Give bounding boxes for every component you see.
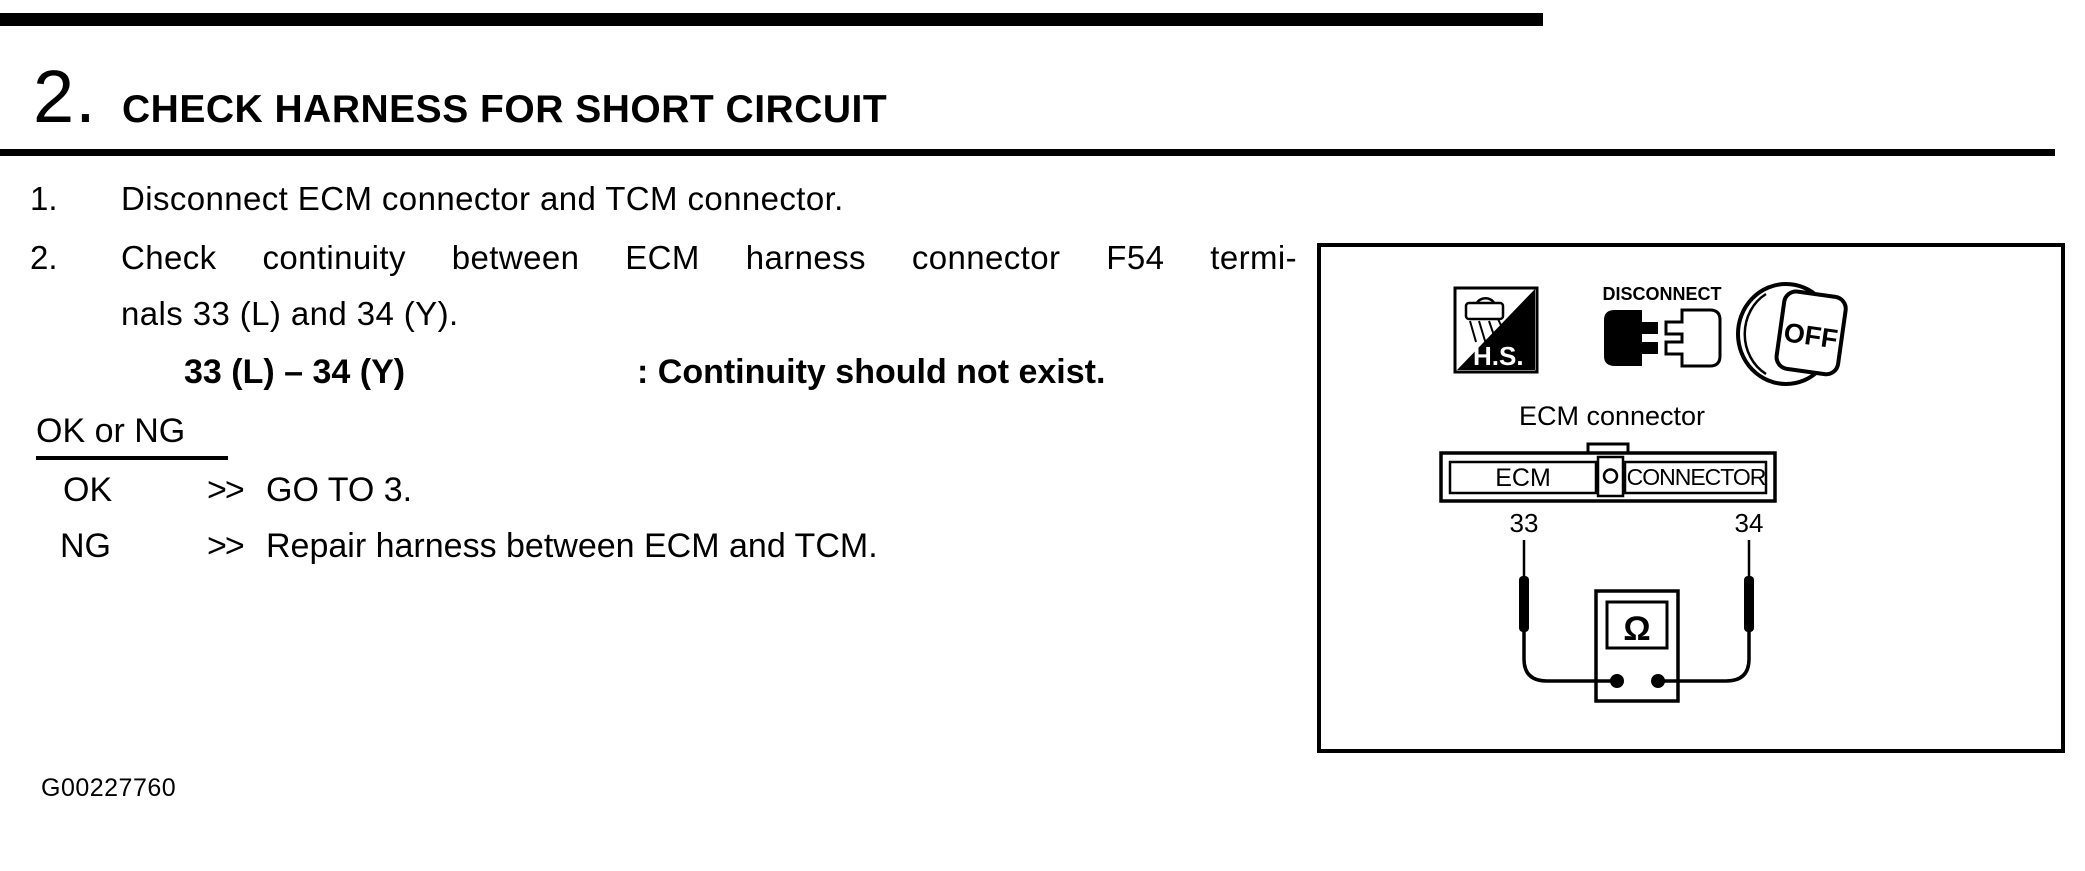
top-edge-bar bbox=[0, 13, 1543, 26]
result-arrow: >> bbox=[207, 471, 245, 509]
step-1-text: Disconnect ECM connector and TCM connect… bbox=[121, 180, 844, 217]
hs-icon-label: H.S. bbox=[1473, 341, 1524, 371]
disconnect-icon: DISCONNECT bbox=[1602, 284, 1722, 368]
step-2-text-line2: nals 33 (L) and 34 (Y). bbox=[121, 295, 459, 332]
hs-icon: H.S. bbox=[1453, 286, 1539, 374]
connector-cell-ecm: ECM bbox=[1495, 464, 1551, 492]
meter-terminal-dot-left bbox=[1610, 674, 1624, 688]
disconnect-plug-right bbox=[1664, 308, 1722, 368]
spec-condition: : Continuity should not exist. bbox=[637, 353, 1106, 391]
ok-or-ng-label: OK or NG bbox=[36, 412, 228, 460]
disconnect-plug-left bbox=[1604, 310, 1658, 366]
result-key: NG bbox=[60, 527, 111, 565]
result-action: Repair harness between ECM and TCM. bbox=[266, 527, 878, 565]
heading-number: 2. bbox=[33, 55, 97, 138]
result-action: GO TO 3. bbox=[266, 471, 413, 509]
off-icon-label: OFF bbox=[1782, 317, 1840, 354]
terminal-33-label: 33 bbox=[1510, 508, 1539, 538]
figure-caption: ECM connector bbox=[1519, 401, 1705, 431]
figure-code: G00227760 bbox=[41, 774, 177, 802]
result-key: OK bbox=[63, 471, 113, 509]
connector-cell-connector: CONNECTOR bbox=[1627, 464, 1766, 490]
result-arrow: >> bbox=[207, 527, 245, 565]
terminal-34-label: 34 bbox=[1735, 508, 1764, 538]
wiring-check-figure: H.S. DISCONNECT OFF ECM connector bbox=[1317, 243, 2065, 753]
ecm-connector-symbol: ECM CONNECTOR bbox=[1439, 442, 1777, 503]
meter-terminal-dot-right bbox=[1651, 674, 1665, 688]
probe-right bbox=[1662, 540, 1754, 683]
ignition-off-icon: OFF bbox=[1736, 282, 1848, 386]
ohmmeter-screen bbox=[1605, 600, 1669, 650]
page-title: CHECK HARNESS FOR SHORT CIRCUIT bbox=[122, 88, 888, 131]
heading-rule bbox=[0, 149, 2055, 156]
ohm-symbol: Ω bbox=[1623, 610, 1650, 648]
probe-left bbox=[1519, 540, 1613, 683]
spec-terminals: 33 (L) – 34 (Y) bbox=[184, 353, 406, 391]
step-1-number: 1. bbox=[30, 180, 58, 217]
step-2-text-line1: Check continuity between ECM harness con… bbox=[121, 239, 1297, 276]
disconnect-icon-label: DISCONNECT bbox=[1602, 284, 1721, 304]
step-2-number: 2. bbox=[30, 239, 58, 276]
